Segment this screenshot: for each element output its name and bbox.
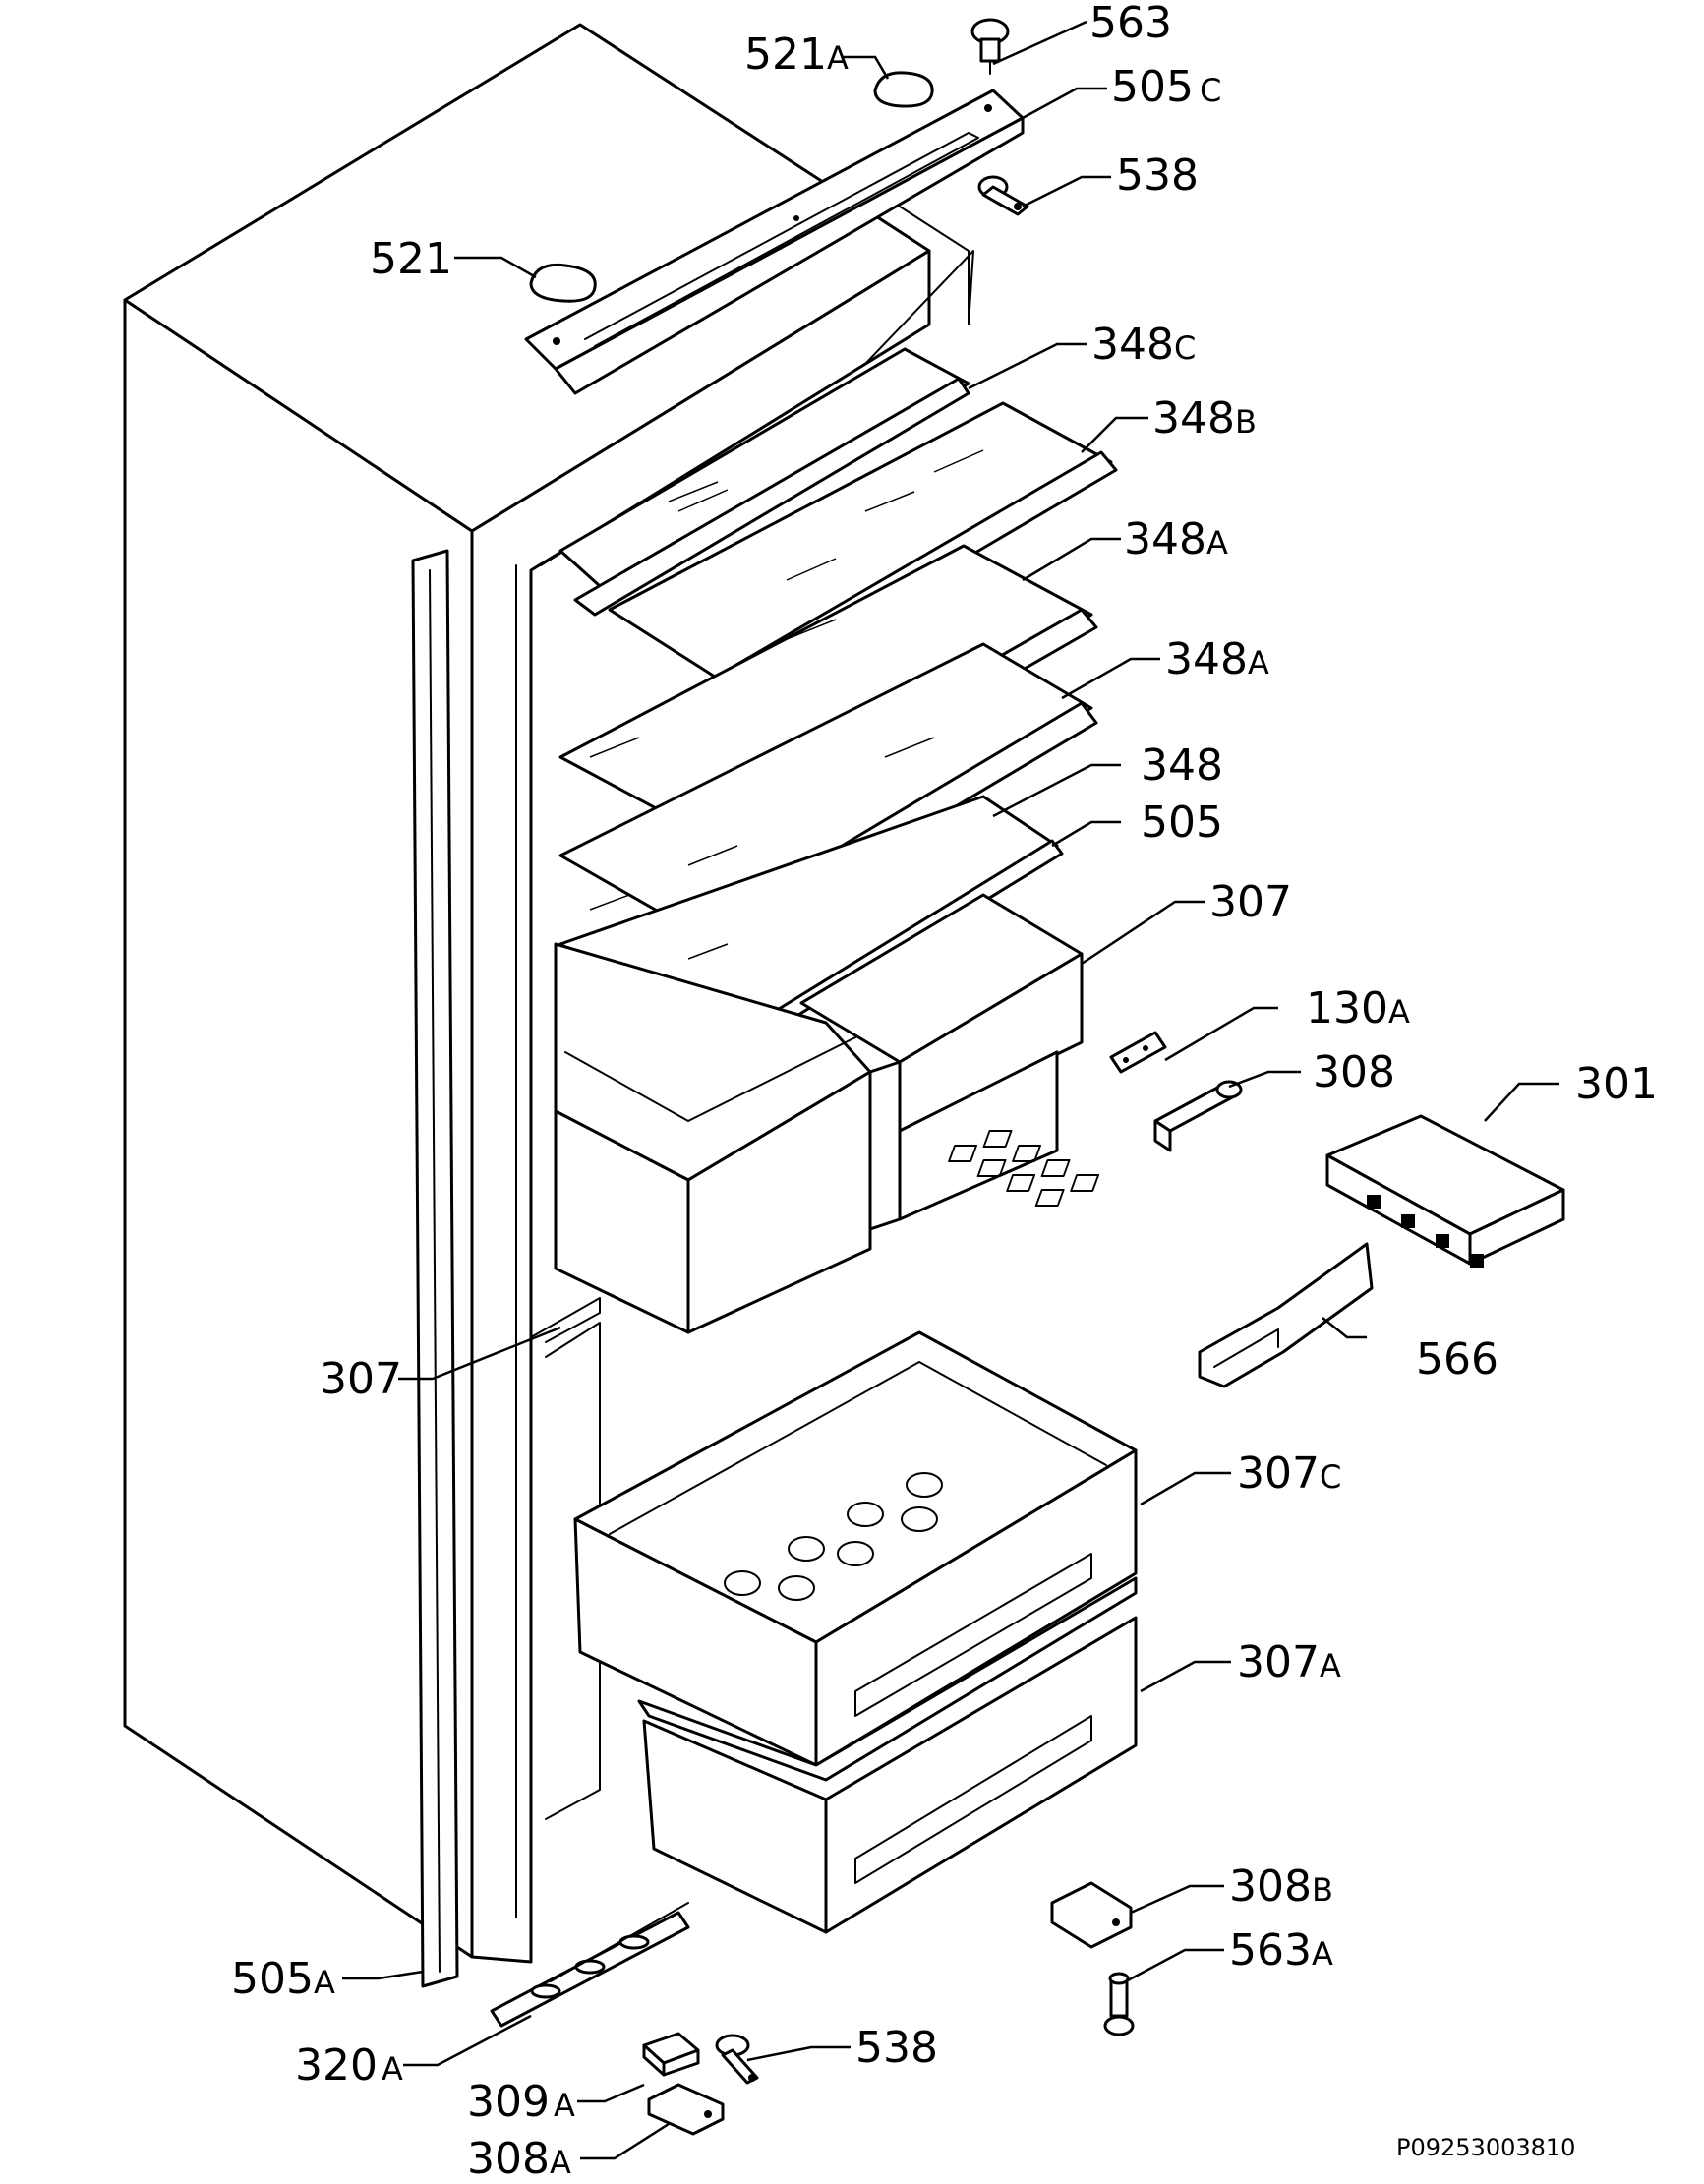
hinge-538-top xyxy=(977,175,1029,216)
callout-566: 566 xyxy=(1416,1334,1498,1385)
callout-130a: 130A xyxy=(1306,983,1410,1033)
callout-563: 563 xyxy=(1089,0,1172,48)
callout-308a: 308A xyxy=(467,2134,571,2184)
hinge-cover-563 xyxy=(970,18,1010,75)
screw-563a xyxy=(1103,1972,1135,2036)
hinge-538-bottom xyxy=(715,2034,759,2085)
door-gasket-505a xyxy=(411,549,459,1988)
bracket-308a xyxy=(647,2083,725,2136)
crisper-drawer-307-right xyxy=(799,893,1084,1231)
ice-tray-301 xyxy=(948,1114,1565,1268)
callout-348a-upper: 348A xyxy=(1124,514,1228,564)
hinge-308 xyxy=(1153,1080,1243,1152)
cap-309a xyxy=(642,2032,700,2077)
callout-348a-lower: 348A xyxy=(1165,634,1269,684)
leader-lines xyxy=(342,20,1559,2160)
callout-307-top: 307 xyxy=(1209,877,1292,927)
callout-538-top: 538 xyxy=(1116,150,1199,201)
hinge-plate-130a xyxy=(1109,1031,1167,1074)
callout-348c: 348C xyxy=(1091,320,1196,370)
callout-505a: 505A xyxy=(231,1954,335,2004)
freezer-drawer-307a xyxy=(637,1576,1138,1934)
cabinet-body xyxy=(123,23,974,1964)
shelf-348c xyxy=(558,347,970,617)
hinge-cap-521a xyxy=(873,71,934,108)
hinge-cap-521 xyxy=(529,263,597,303)
callout-307-left: 307 xyxy=(320,1354,402,1404)
callout-308: 308 xyxy=(1313,1047,1395,1097)
callout-521: 521 xyxy=(370,234,452,284)
freezer-drawer-307c xyxy=(573,1330,1138,1767)
callout-307c: 307C xyxy=(1237,1448,1341,1499)
callout-521a: 521A xyxy=(744,30,849,80)
callout-301: 301 xyxy=(1575,1059,1658,1109)
hinge-bar-320a xyxy=(490,1902,690,2028)
callout-348: 348 xyxy=(1141,740,1223,791)
bracket-308b xyxy=(1050,1881,1133,1949)
crisper-drawer-307-left xyxy=(554,942,872,1334)
reference-code: P09253003810 xyxy=(1396,2134,1575,2161)
callout-348b: 348B xyxy=(1152,393,1257,443)
callout-563a: 563A xyxy=(1229,1925,1333,1976)
callout-307a: 307A xyxy=(1237,1637,1341,1687)
callout-538-bottom: 538 xyxy=(855,2023,938,2073)
ice-scoop-566 xyxy=(1198,1242,1374,1388)
callout-308b: 308B xyxy=(1229,1861,1333,1912)
callout-505: 505 xyxy=(1141,797,1223,848)
